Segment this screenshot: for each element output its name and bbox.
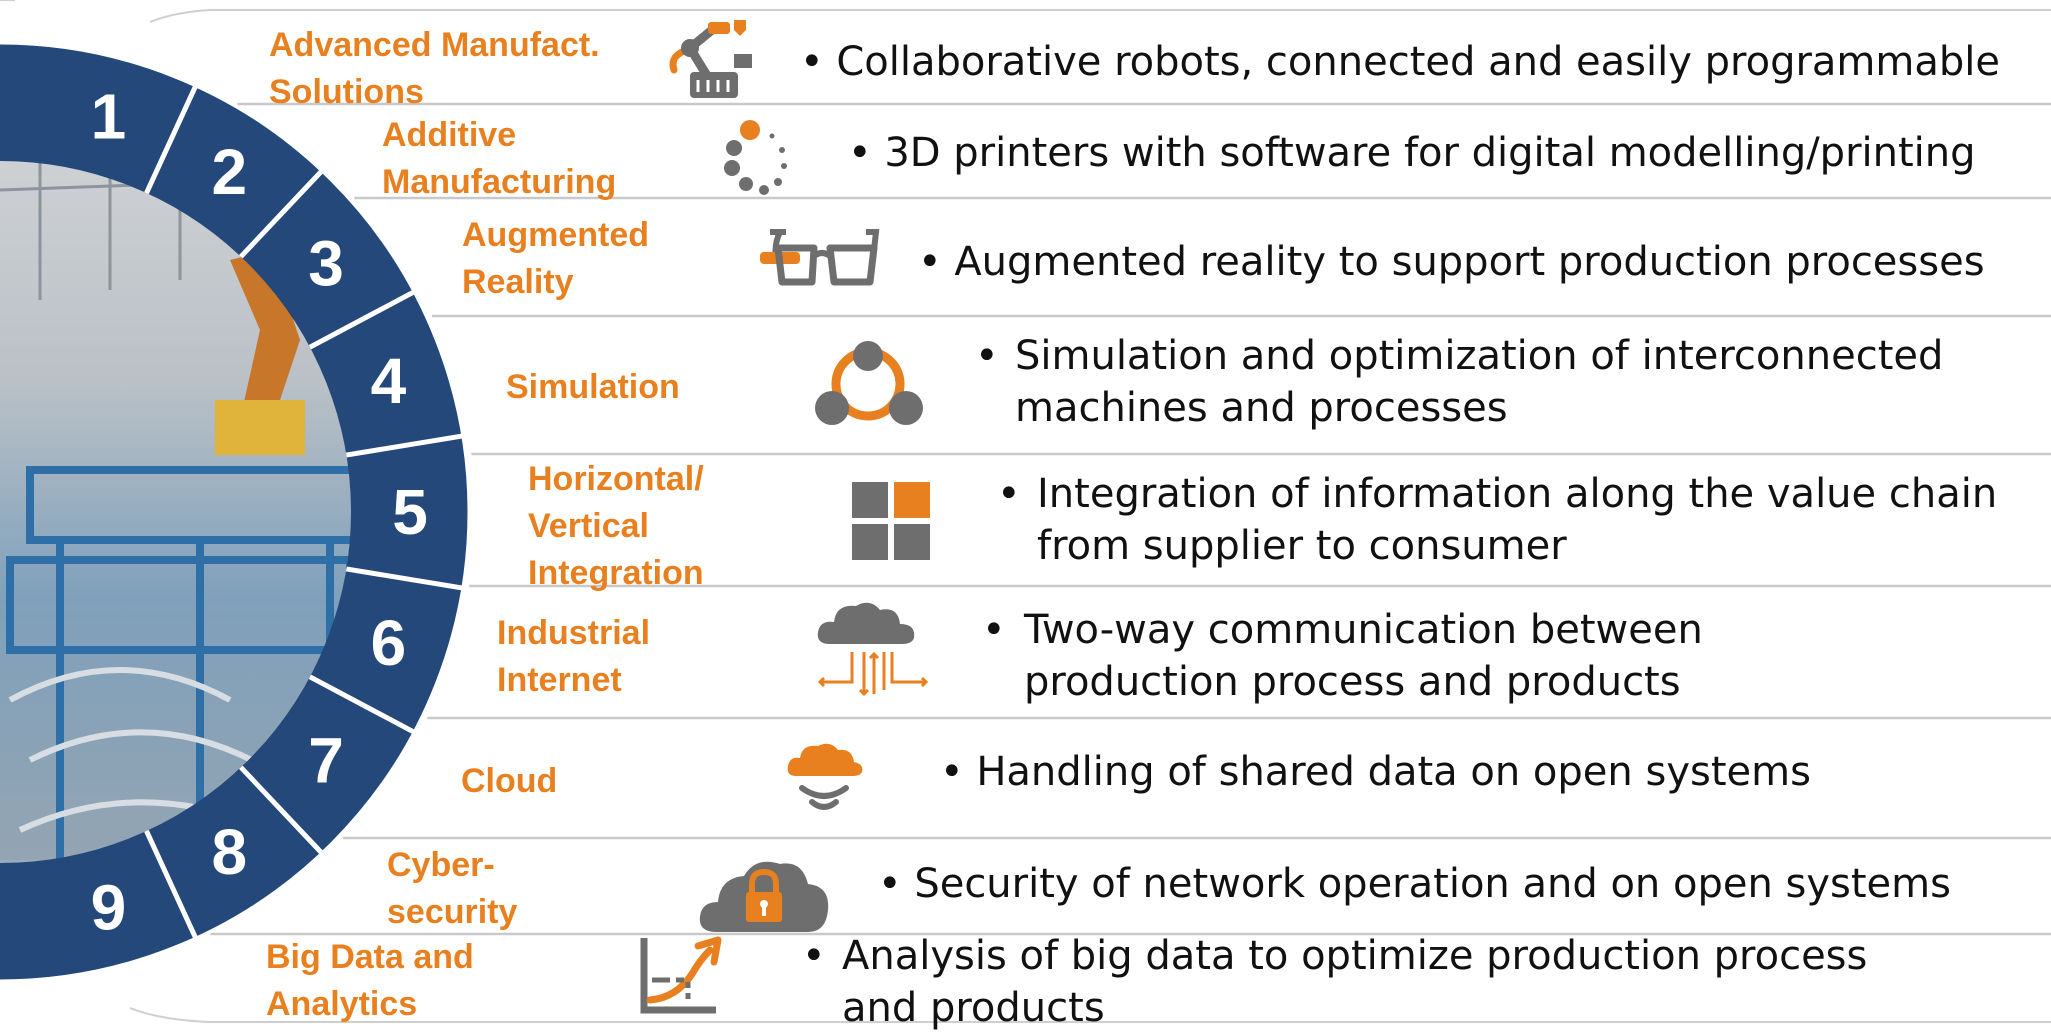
tech-description-8: • Security of network operation and on o… [878,861,1951,907]
ring-separator [345,566,464,591]
tech-label-3: Augmented Reality [462,216,649,301]
tech-description-4: •Simulation and optimization of intercon… [975,330,1943,434]
bullet-7: • [940,749,964,795]
analytics-chart-icon [640,936,722,1014]
tech-label-5: Horizontal/ Vertical Integration [528,460,704,592]
tech-label-1: Advanced Manufact. Solutions [269,26,600,111]
bullet-8: • [878,861,902,907]
tech-label-7: Cloud [461,762,558,800]
ring-separator [308,674,416,735]
bottom-frame-line [129,1007,2051,1023]
tech-description-3: • Augmented reality to support productio… [918,239,1985,285]
bullet-6: • [982,607,1006,653]
ring-separator [345,433,464,458]
ring-number-6: 6 [371,607,407,679]
cloud-lock-icon [699,861,829,932]
ring-separator [239,169,324,259]
ring-separator [144,829,199,940]
tech-description-6: •Two-way communication between productio… [982,604,1703,708]
integration-grid-icon [852,482,930,560]
bullet-2: • [848,130,872,176]
bullet-4: • [975,333,999,379]
tech-label-2: Additive Manufacturing [382,116,617,201]
ring-number-9: 9 [91,871,127,943]
robot-arm-icon [669,20,752,98]
ring-separator [144,84,199,195]
ring-number-2: 2 [211,136,247,208]
cloud-signal-icon [787,743,863,810]
ring-separator [239,765,324,855]
bullet-3: • [918,239,942,285]
ring-number-8: 8 [211,816,247,888]
tech-label-8: Cyber- security [387,846,518,931]
3d-print-dots-icon [724,120,787,195]
ring-number-7: 7 [308,725,344,797]
ring-numbers: 1 234 5 678 9 [91,81,428,944]
number-ring [0,43,469,981]
ring-separator [308,289,416,350]
ring-number-5: 5 [392,476,428,548]
top-frame-line [149,9,2051,23]
tech-label-9: Big Data and Analytics [266,938,474,1023]
tech-description-5: •Integration of information along the va… [997,468,1997,572]
bullet-9: • [802,933,826,979]
tech-description-9: •Analysis of big data to optimize produc… [802,930,1867,1034]
ring-number-4: 4 [371,345,407,417]
ring-separators [144,84,464,940]
bullet-1: • [800,39,824,85]
ring-number-1: 1 [91,81,127,153]
tech-description-7: • Handling of shared data on open system… [940,749,1811,795]
bullet-5: • [997,471,1021,517]
ring-number-3: 3 [308,227,344,299]
row-separators [210,102,2051,936]
tech-description-2: • 3D printers with software for digital … [848,130,1976,176]
tech-description-1: • Collaborative robots, connected and ea… [800,39,2000,85]
tech-label-6: Industrial Internet [497,614,651,699]
cloud-arrows-icon [817,602,929,697]
tech-label-4: Simulation [506,368,680,406]
simulation-network-icon [815,341,923,425]
ar-glasses-icon [760,229,880,286]
